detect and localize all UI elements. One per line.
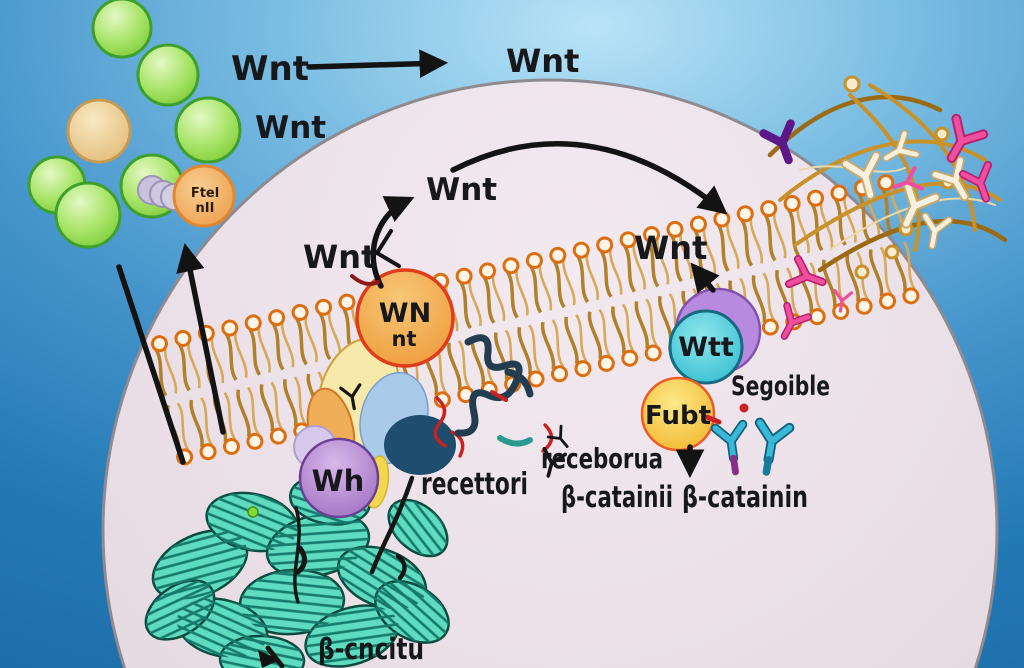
wnt-release-arrow-icon [370, 196, 415, 289]
receptor-label-left: recettori [421, 467, 528, 502]
wnt-secretion-arrow-icon [306, 49, 449, 78]
wnt-label-extracellular-3: Wnt [506, 42, 579, 80]
green-dot-icon [247, 506, 259, 518]
wnt-label-extracellular-1: Wnt [231, 49, 309, 89]
labels-layer: Wnt Wnt Wnt Wnt Wnt Wnt WN nt Wh Wtt Fub… [191, 42, 830, 666]
vesicle-green [136, 43, 200, 107]
vesicle-badge-text-1: Ftel [191, 186, 219, 201]
wnt-label-intracellular-top: Wnt [426, 172, 497, 208]
segoible-label: Segoible [731, 371, 830, 402]
receptor-label-right: receborua [541, 442, 663, 475]
wnt-hook-red-icon [350, 274, 380, 286]
exocytosis-line-icon [116, 264, 186, 465]
wtt-protein-circle [668, 309, 744, 385]
wh-protein-circle [298, 437, 380, 519]
vesicle-badge-text-2: nII [196, 201, 215, 216]
vesicle-green [174, 96, 242, 164]
wn-ligand-circle [355, 268, 455, 368]
beta-catenin-label-2: β-catainin [682, 480, 808, 514]
kinase-molecule-icon [454, 334, 534, 447]
beta-catenin-bottom-label: β-cncitu [318, 632, 424, 666]
receptor-navy-blob [384, 415, 456, 475]
vesicle-green [54, 181, 122, 249]
exocytosis-arrow-icon [176, 242, 226, 435]
vesicle-cluster [27, 0, 242, 249]
wh-protein-text: Wh [312, 464, 365, 498]
beta-catenin-label-1: β-catainii [561, 480, 673, 514]
vesicle-badge-circle [172, 164, 236, 228]
wnt-label-membrane-right: Wnt [634, 229, 707, 267]
vesicle-tan [66, 98, 132, 164]
cell-body [101, 78, 999, 668]
vesicle-green [91, 0, 153, 59]
wnt-transport-arc-arrow-icon [450, 140, 728, 215]
wnt-molecular-complex [764, 75, 1008, 280]
arrows [116, 49, 728, 479]
wnt-label-extracellular-2: Wnt [255, 110, 326, 146]
wnt-hook-icon [375, 229, 401, 268]
teal-protein-mass [133, 469, 461, 668]
wnt-label-at-receptor: Wnt [303, 238, 376, 276]
wn-ligand-text-2: nt [392, 327, 417, 351]
membrane-small-arrow-icon [690, 262, 720, 294]
wn-ligand-text-1: WN [379, 298, 431, 329]
wtt-protein-text: Wtt [678, 332, 734, 363]
beta-catenin-molecule-icons [715, 403, 789, 476]
fubt-protein-text: Fubt [645, 401, 711, 431]
